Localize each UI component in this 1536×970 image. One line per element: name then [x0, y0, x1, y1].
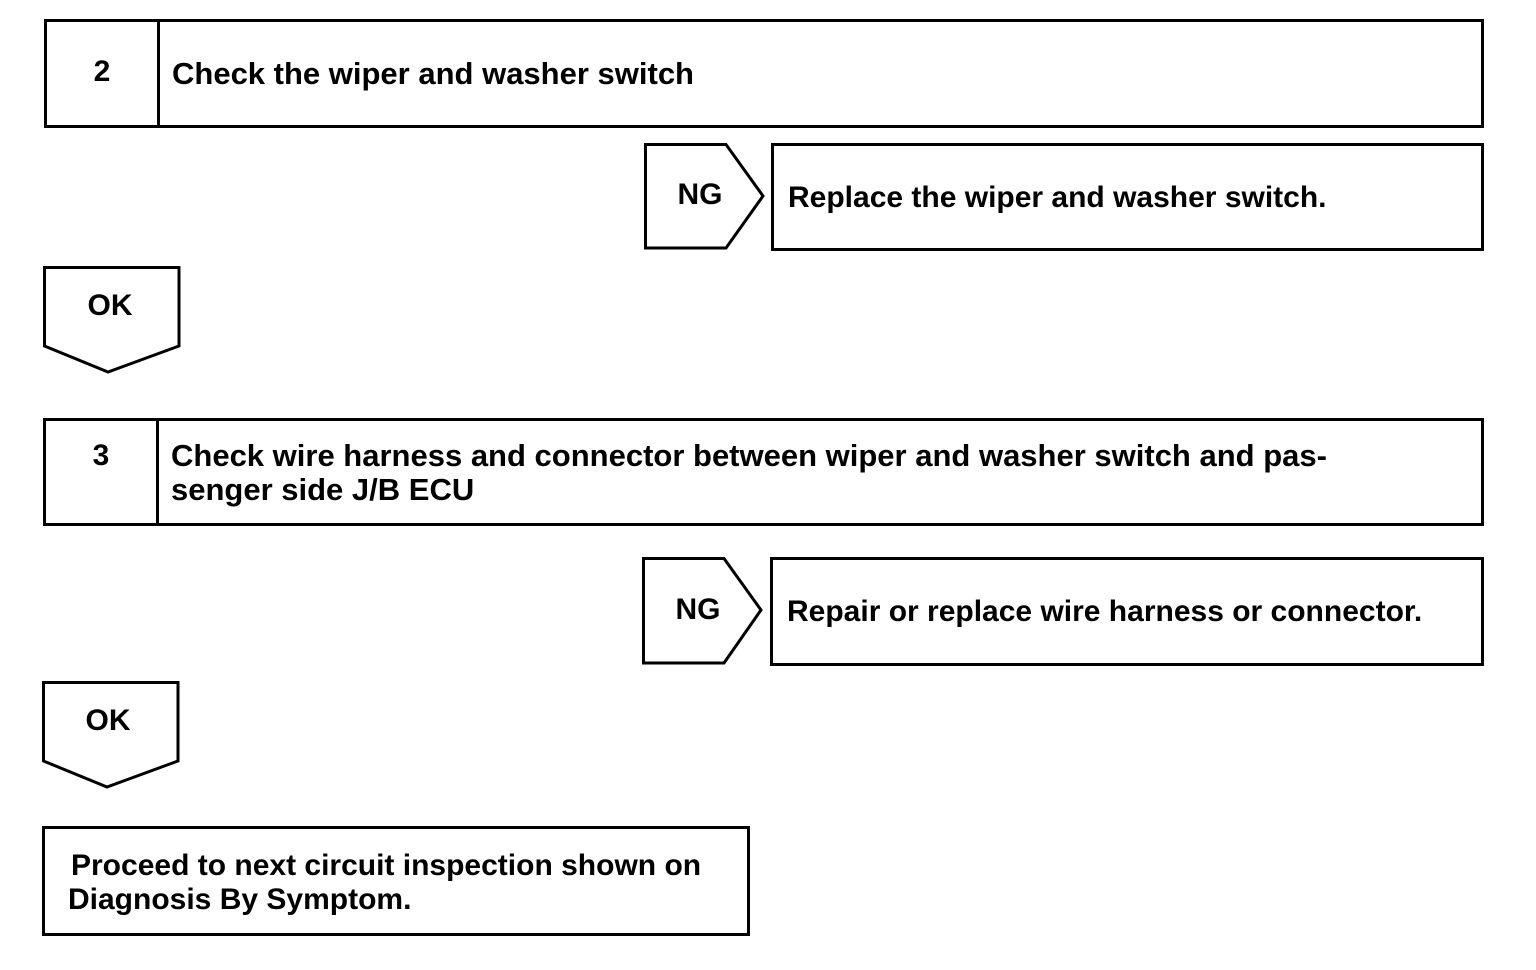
ng-label-1: NG	[677, 178, 723, 211]
ok-label-1: OK	[87, 289, 133, 322]
step-3-title-line1: Check wire harness and connector between…	[171, 438, 1327, 473]
ng-result-2: Repair or replace wire harness or connec…	[787, 595, 1423, 628]
step-3-text-cell: Check wire harness and connector between…	[159, 421, 1481, 523]
ng-arrow-2	[642, 557, 763, 665]
ng-result-box-1: Replace the wiper and washer switch.	[771, 143, 1484, 251]
step-3-number-cell: 3	[46, 421, 159, 523]
ok-arrow-2	[42, 681, 180, 789]
step-3-box: 3 Check wire harness and connector betwe…	[43, 418, 1484, 526]
step-2-number-cell: 2	[47, 22, 160, 125]
ng-arrow-1	[644, 143, 765, 250]
ok-label-2: OK	[85, 704, 131, 737]
step-3-number: 3	[92, 439, 110, 472]
final-box: Proceed to next circuit inspection shown…	[42, 826, 750, 936]
step-2-text-cell: Check the wiper and washer switch	[160, 22, 1481, 125]
ng-result-box-2: Repair or replace wire harness or connec…	[770, 557, 1484, 666]
step-2-title: Check the wiper and washer switch	[172, 56, 694, 91]
step-3-title-line2: senger side J/B ECU	[171, 472, 475, 507]
ng-label-2: NG	[675, 593, 721, 626]
final-line2: Diagnosis By Symptom.	[68, 883, 412, 916]
step-2-box: 2 Check the wiper and washer switch	[44, 19, 1484, 128]
ng-result-1: Replace the wiper and washer switch.	[788, 181, 1327, 214]
final-text: Proceed to next circuit inspection shown…	[68, 849, 702, 917]
step-2-number: 2	[93, 55, 111, 88]
final-line1: Proceed to next circuit inspection shown…	[71, 849, 702, 882]
ok-arrow-1	[43, 266, 181, 374]
